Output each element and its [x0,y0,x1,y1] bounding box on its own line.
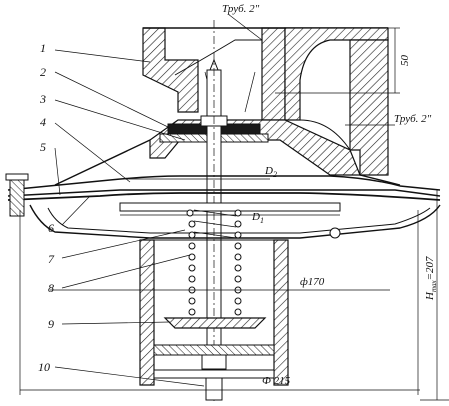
callout-9: 9 [48,317,54,331]
callout-10: 10 [38,360,50,374]
hmax-label: Hmax=207 [424,256,438,301]
d2-label: D2 [264,165,277,179]
callout-3: 3 [39,92,46,106]
compression-spring [186,209,242,316]
dimension-lines [19,13,449,401]
dimension-labels: Труб. 2" Труб. 2" 50 D2 D1 ф170 Ф 215 Hm… [222,3,438,387]
callout-labels: 1 2 3 4 5 6 7 8 9 10 [38,41,55,374]
callout-5: 5 [40,140,46,154]
callout-leaders [54,49,205,387]
phi215-label: Ф 215 [262,375,291,387]
callout-7: 7 [48,252,55,266]
callout-4: 4 [40,115,46,129]
spring-housing [139,209,289,401]
pipe-top-label: Труб. 2" [222,3,260,15]
pipe-side-label: Труб. 2" [394,113,432,125]
height-50-label: 50 [399,55,411,67]
callout-1: 1 [40,41,46,55]
upper-body-casting [54,27,401,186]
callout-8: 8 [48,281,54,295]
diaphragm-flange [5,173,441,239]
callout-2: 2 [40,65,46,79]
d1-label: D1 [251,211,264,225]
callout-6: 6 [48,221,54,235]
phi170-label: ф170 [300,276,325,288]
